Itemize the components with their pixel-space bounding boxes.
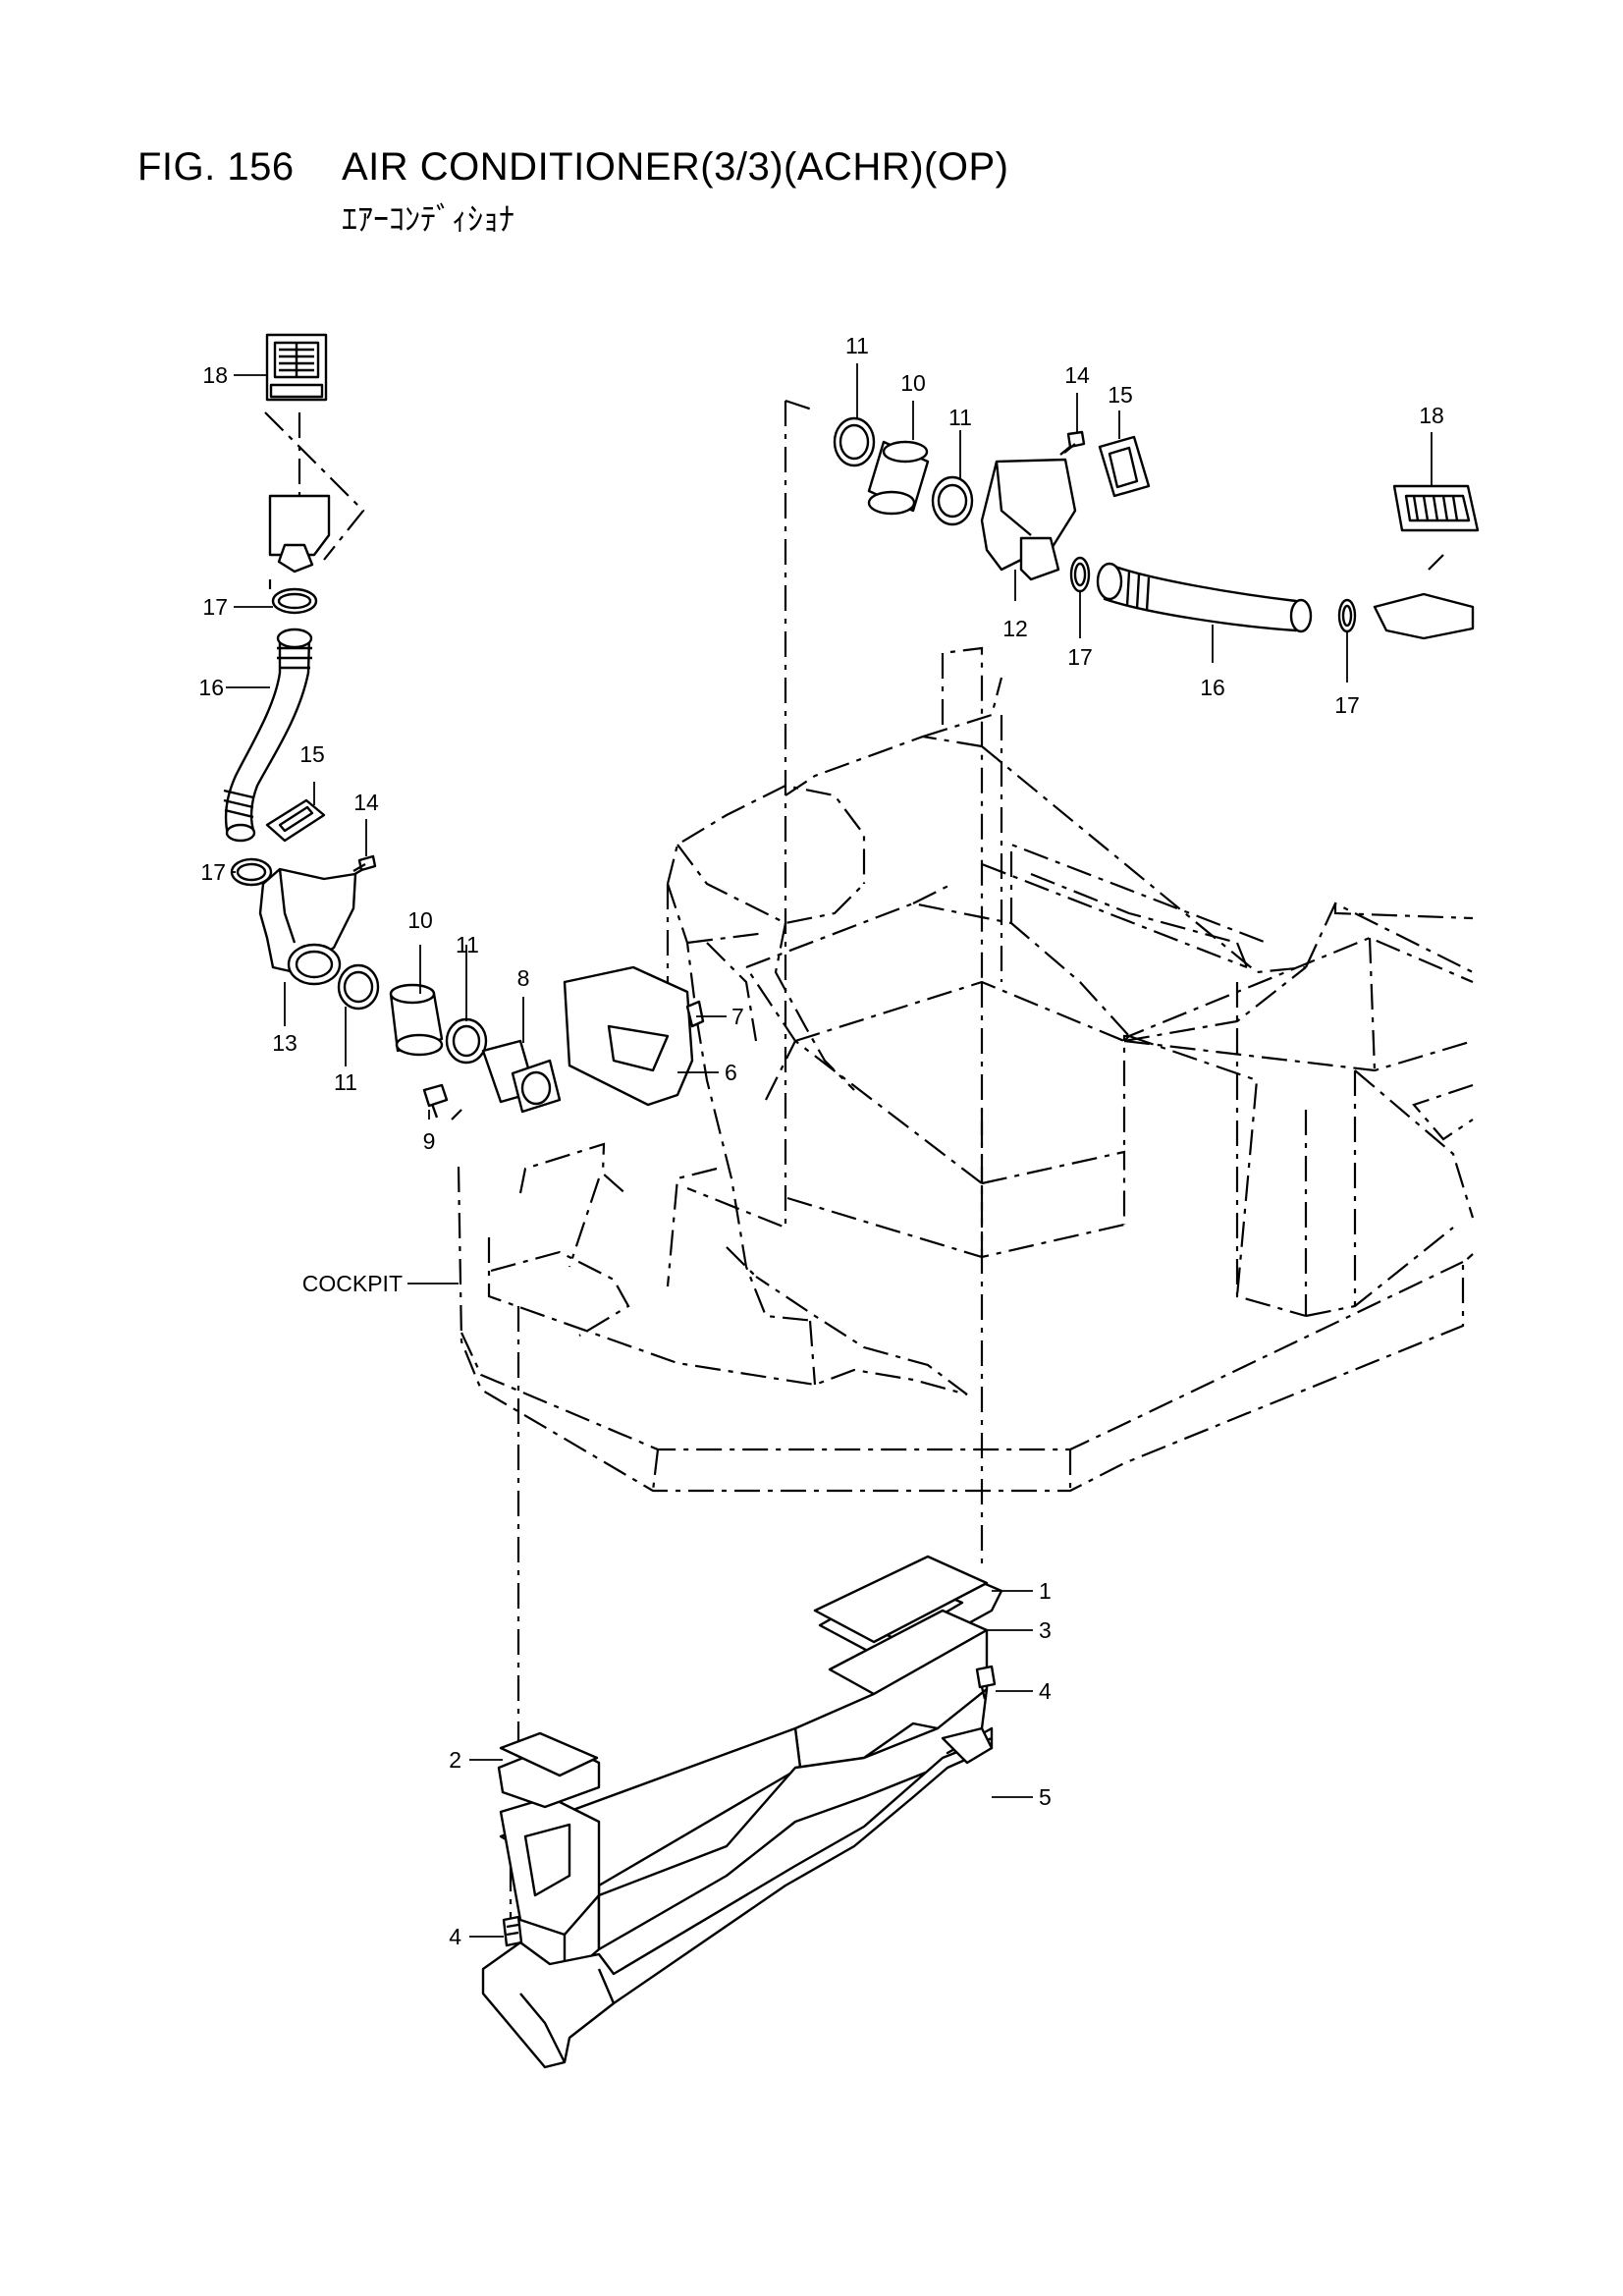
callout-11-right-b: 11	[948, 405, 972, 430]
left-vent-grille	[265, 333, 328, 402]
center-duct-unit	[563, 965, 705, 1107]
adapter-flange	[481, 1039, 562, 1114]
figure-title-text: AIR CONDITIONER(3/3)(ACHR)(OP)	[342, 145, 1009, 189]
right-duct-clamp-a	[833, 416, 876, 467]
callout-16-right: 16	[1200, 675, 1225, 700]
callout-1: 1	[1039, 1578, 1052, 1604]
left-screw	[351, 854, 377, 878]
callout-11-left-a: 11	[334, 1069, 357, 1095]
left-duct-clamp-b	[445, 1017, 488, 1065]
callout-5: 5	[1039, 1784, 1052, 1810]
leader-lines	[226, 363, 1433, 1938]
right-vent-duct	[980, 458, 1077, 581]
left-seal-gasket	[265, 798, 326, 843]
lower-main-duct	[497, 1559, 1003, 1981]
left-flexible-hose	[223, 628, 313, 843]
left-vent-housing-top	[268, 494, 331, 574]
callout-8: 8	[517, 965, 530, 991]
left-duct-hose	[389, 983, 444, 1057]
right-hose-clamp-b	[1337, 598, 1357, 633]
callout-cockpit: COCKPIT	[302, 1271, 403, 1296]
callout-13: 13	[272, 1030, 298, 1056]
callout-14-left: 14	[353, 790, 379, 815]
callout-12: 12	[1002, 616, 1028, 641]
callout-18-left: 18	[202, 362, 228, 388]
right-hose-clamp-a	[1069, 556, 1091, 593]
callout-18-right: 18	[1419, 403, 1444, 428]
right-duct-hose	[867, 440, 930, 516]
lower-bolt-left	[502, 1915, 523, 1947]
callout-16-left: 16	[198, 675, 224, 700]
callout-17-left-upper: 17	[202, 594, 228, 620]
callout-17-right-a: 17	[1067, 644, 1093, 670]
right-screw	[1059, 430, 1086, 456]
callout-10-right: 10	[900, 370, 926, 396]
figure-subtitle: ｴｱｰｺﾝﾃﾞｨｼｮﾅ	[342, 200, 515, 238]
callout-17-right-b: 17	[1334, 692, 1360, 718]
callout-9: 9	[423, 1128, 436, 1154]
callout-15-left: 15	[299, 741, 325, 767]
figure-number: FIG. 156	[137, 145, 295, 189]
left-hose-clamp-lower	[230, 857, 273, 887]
lower-gasket-left	[499, 1731, 599, 1777]
right-duct-clamp-b	[931, 475, 974, 526]
lower-duct-cover	[481, 1726, 994, 2069]
callout-14-right: 14	[1064, 362, 1090, 388]
callout-4-right: 4	[1039, 1678, 1052, 1704]
callout-15-right: 15	[1108, 382, 1133, 408]
right-vent-housing	[1373, 592, 1475, 640]
callout-2: 2	[449, 1747, 461, 1773]
callout-11-left-b: 11	[456, 932, 479, 957]
callout-17-left-lower: 17	[200, 859, 226, 885]
figure-header: FIG. 156 AIR CONDITIONER(3/3)(ACHR)(OP) ｴ…	[137, 145, 1008, 238]
flange-screw	[422, 1083, 449, 1119]
callout-10-left: 10	[407, 907, 433, 933]
callout-3: 3	[1039, 1617, 1052, 1643]
lower-bolt-right	[975, 1665, 997, 1700]
right-vent-grille	[1392, 484, 1480, 532]
cockpit-outline	[457, 646, 1475, 1493]
callout-4-left: 4	[449, 1924, 461, 1949]
lower-gasket-right	[813, 1555, 989, 1644]
left-vent-duct	[258, 867, 357, 986]
left-duct-clamp-a	[337, 963, 380, 1011]
callout-11-right-a: 11	[845, 333, 869, 358]
right-seal-gasket	[1098, 435, 1151, 498]
left-hose-clamp-upper	[271, 587, 318, 615]
callout-7: 7	[731, 1004, 744, 1029]
callout-6: 6	[725, 1060, 737, 1085]
figure-title: FIG. 156 AIR CONDITIONER(3/3)(ACHR)(OP)	[137, 145, 1008, 190]
right-flexible-hose	[1096, 562, 1313, 633]
callout-labels: 18 17 16 15 14 17 13 11 10 11 8 7 6 9 CO…	[198, 333, 1443, 1949]
